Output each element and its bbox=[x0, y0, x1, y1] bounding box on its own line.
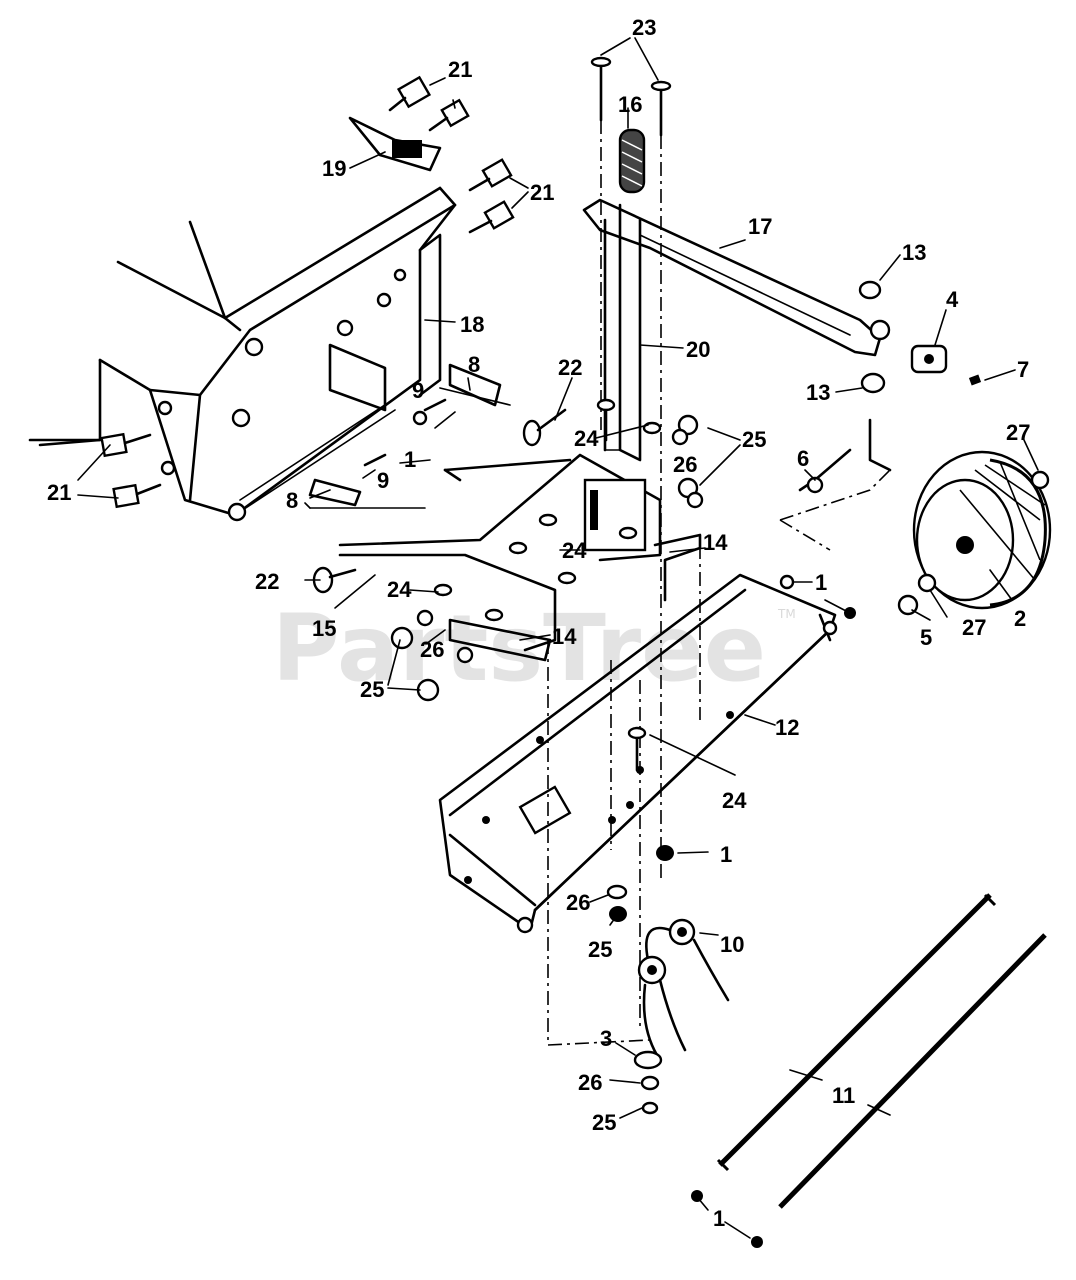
callout-27-upper: 27 bbox=[1006, 420, 1030, 445]
lower-hardware-stack bbox=[633, 1050, 663, 1115]
callout-24-lower: 24 bbox=[387, 577, 412, 602]
callout-21-left: 21 bbox=[47, 480, 71, 505]
callout-9-lower: 9 bbox=[377, 468, 389, 493]
callout-19: 19 bbox=[322, 156, 346, 181]
callout-3: 3 bbox=[600, 1026, 612, 1051]
clip-8 bbox=[308, 363, 502, 509]
nut-25-center bbox=[609, 906, 627, 922]
spring-10 bbox=[637, 918, 730, 1062]
leader-lines bbox=[77, 37, 1039, 1239]
callout-25-lower: 25 bbox=[360, 677, 384, 702]
callout-24-mid: 24 bbox=[562, 538, 587, 563]
callout-4: 4 bbox=[946, 287, 959, 312]
callout-labels: 23 16 21 19 21 18 17 13 20 13 4 7 6 27 2… bbox=[47, 15, 1030, 1231]
callout-16: 16 bbox=[618, 92, 642, 117]
bolt-9 bbox=[363, 398, 447, 467]
collar-4 bbox=[910, 344, 948, 374]
callout-18: 18 bbox=[460, 312, 484, 337]
callout-26-lower: 26 bbox=[420, 637, 444, 662]
callout-7: 7 bbox=[1017, 357, 1029, 382]
callout-25-upper: 25 bbox=[742, 427, 766, 452]
callout-22-upper: 22 bbox=[558, 355, 582, 380]
callout-8-upper: 8 bbox=[468, 352, 480, 377]
nut-1-center bbox=[656, 845, 674, 861]
washer-26-center bbox=[606, 884, 628, 900]
callout-6: 6 bbox=[797, 446, 809, 471]
callout-24-bottom: 24 bbox=[722, 788, 747, 813]
hardware-cluster-upper bbox=[508, 398, 704, 585]
callout-20: 20 bbox=[686, 337, 710, 362]
bushing-13-upper bbox=[858, 280, 882, 300]
bolt-22-lower bbox=[312, 566, 357, 594]
rods-12 bbox=[691, 893, 1047, 1248]
callout-8-lower: 8 bbox=[286, 488, 298, 513]
bolt-24-lower bbox=[627, 726, 647, 772]
callout-22-lower: 22 bbox=[255, 569, 279, 594]
callout-13-upper: 13 bbox=[902, 240, 926, 265]
lift-link-15 bbox=[338, 453, 662, 652]
callout-26-upper: 26 bbox=[673, 452, 697, 477]
callout-12: 11 bbox=[832, 1083, 855, 1108]
callout-13-lower: 13 bbox=[806, 380, 830, 405]
watermark-trademark: TM bbox=[777, 607, 796, 621]
callout-1-bottom: 1 bbox=[713, 1206, 725, 1231]
callout-1-center: 1 bbox=[720, 842, 732, 867]
callout-17: 17 bbox=[748, 214, 772, 239]
wheel-2 bbox=[897, 450, 1052, 616]
callout-26-bottom: 26 bbox=[578, 1070, 602, 1095]
nut-1-upper bbox=[779, 574, 856, 619]
callout-26-center: 26 bbox=[566, 890, 590, 915]
callout-25-center: 25 bbox=[588, 937, 612, 962]
plate-18 bbox=[418, 233, 442, 397]
callout-1-upper: 1 bbox=[815, 570, 827, 595]
callout-15: 15 bbox=[312, 616, 336, 641]
callout-24-upper: 24 bbox=[574, 426, 599, 451]
arm-17 bbox=[582, 198, 891, 357]
bracket-14-lower bbox=[448, 618, 552, 662]
callout-5: 5 bbox=[920, 625, 932, 650]
callout-10: 10 bbox=[720, 932, 744, 957]
spindle-6 bbox=[779, 418, 892, 551]
callout-23: 23 bbox=[632, 15, 656, 40]
callout-25-bottom: 25 bbox=[592, 1110, 616, 1135]
bushing-13-lower bbox=[860, 372, 886, 394]
bolt-22-upper bbox=[522, 408, 567, 447]
tractor-frame-outline bbox=[28, 186, 457, 522]
watermark-text: PartsTree bbox=[272, 595, 766, 702]
bolt-21-group bbox=[100, 75, 515, 509]
callout-2: 2 bbox=[1014, 606, 1026, 631]
callout-9-upper: 9 bbox=[412, 378, 424, 403]
callout-14-lower: 14 bbox=[552, 624, 577, 649]
set-screw-7 bbox=[968, 374, 982, 386]
callout-11: 12 bbox=[775, 715, 799, 740]
spring-16 bbox=[618, 128, 646, 194]
callout-14-upper: 14 bbox=[703, 530, 728, 555]
deck-bracket-11 bbox=[438, 573, 838, 934]
bracket-19 bbox=[348, 116, 442, 172]
callout-1-left: 1 bbox=[404, 447, 416, 472]
callout-27-lower: 27 bbox=[962, 615, 986, 640]
callout-21-top: 21 bbox=[448, 57, 472, 82]
callout-21-right: 21 bbox=[530, 180, 554, 205]
